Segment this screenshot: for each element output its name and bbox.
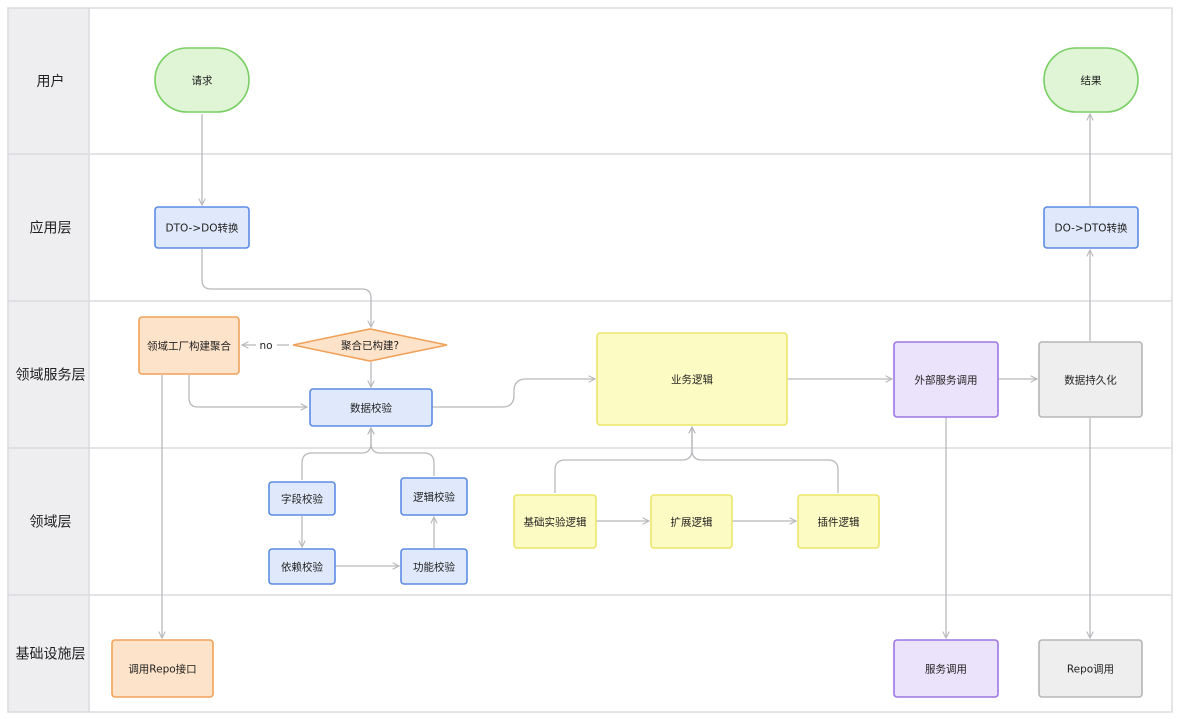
node-label: 请求	[192, 74, 213, 87]
lane-header	[8, 301, 89, 448]
terminal-shape	[154, 47, 250, 113]
node-label: 功能校验	[413, 561, 455, 574]
edge-field_check-to-data_check	[301, 428, 371, 480]
node-label: 聚合已构建?	[341, 339, 399, 352]
lane-header	[8, 595, 89, 712]
process-shape	[111, 639, 214, 698]
node-field-check: 字段校验	[268, 481, 336, 516]
node-external-call: 外部服务调用	[893, 341, 999, 418]
node-aggregate-built: 聚合已构建?	[292, 328, 448, 362]
process-shape	[596, 332, 788, 426]
node-label: 依赖校验	[281, 561, 323, 574]
node-service-call: 服务调用	[893, 639, 999, 698]
node-label: 扩展逻辑	[671, 516, 713, 529]
process-shape	[797, 494, 880, 549]
node-label: 字段校验	[281, 493, 323, 506]
lane-band	[89, 154, 1172, 301]
process-shape	[268, 481, 336, 516]
node-label: 插件逻辑	[818, 516, 860, 529]
decision-shape	[292, 328, 448, 362]
node-repo-call: Repo调用	[1038, 639, 1143, 698]
node-extend-logic: 扩展逻辑	[650, 494, 733, 549]
lane-label: 应用层	[30, 220, 72, 237]
edge-factory-to-data_check	[188, 375, 307, 407]
process-shape	[650, 494, 733, 549]
edge-line	[692, 427, 839, 493]
edge-label: no	[259, 340, 272, 352]
diagram-border	[7, 7, 1173, 713]
node-persistence: 数据持久化	[1038, 341, 1143, 418]
edges-layer: no	[162, 114, 1090, 638]
node-logic-check: 逻辑校验	[400, 477, 468, 516]
edge-line	[201, 249, 371, 327]
terminal-shape	[1043, 47, 1139, 113]
lane-header	[8, 8, 89, 154]
node-label: 调用Repo接口	[128, 663, 196, 676]
process-shape	[1038, 639, 1143, 698]
node-label: 结果	[1081, 74, 1103, 87]
node-request: 请求	[154, 47, 250, 113]
node-base-logic: 基础实验逻辑	[513, 494, 597, 549]
edge-aggregate_built-to-factory: no	[242, 340, 289, 352]
node-data-check: 数据校验	[309, 388, 433, 427]
node-factory: 领域工厂构建聚合	[138, 316, 240, 375]
edge-line	[371, 428, 435, 476]
node-label: 逻辑校验	[413, 491, 455, 504]
lane-label: 领域服务层	[16, 368, 86, 384]
node-label: 数据校验	[350, 402, 392, 415]
edge-dto_to_do-to-aggregate_built	[201, 249, 371, 327]
edge-base_logic-to-business_logic	[554, 427, 692, 493]
edge-line	[554, 427, 692, 493]
lane-band	[89, 8, 1172, 154]
process-shape	[893, 341, 999, 418]
edge-line	[301, 428, 371, 480]
process-shape	[1043, 206, 1139, 249]
edge-data_check-to-business_logic	[432, 379, 595, 408]
lane-band	[89, 595, 1172, 712]
process-shape	[309, 388, 433, 427]
edge-plugin_logic-to-business_logic	[692, 427, 839, 493]
edge-line	[188, 375, 307, 407]
node-label: DTO->DO转换	[166, 222, 239, 235]
lane-header	[8, 154, 89, 301]
node-label: Repo调用	[1067, 664, 1114, 676]
lane-label: 领域层	[30, 515, 72, 531]
lane-user: 用户	[8, 8, 1172, 154]
lane-app: 应用层	[8, 154, 1172, 301]
node-label: 业务逻辑	[671, 373, 713, 386]
node-label: DO->DTO转换	[1055, 222, 1128, 235]
node-result: 结果	[1043, 47, 1139, 113]
process-shape	[268, 548, 336, 585]
node-plugin-logic: 插件逻辑	[797, 494, 880, 549]
node-label: 外部服务调用	[915, 374, 978, 387]
node-dto-to-do: DTO->DO转换	[154, 206, 250, 249]
process-shape	[400, 548, 468, 585]
lane-label: 用户	[37, 73, 65, 90]
node-repo-interface: 调用Repo接口	[111, 639, 214, 698]
node-label: 领域工厂构建聚合	[147, 340, 231, 353]
edge-logic_check-to-data_check	[371, 428, 435, 476]
lane-label: 基础设施层	[16, 646, 86, 663]
node-function-check: 功能校验	[400, 548, 468, 585]
process-shape	[513, 494, 597, 549]
lane-header	[8, 448, 89, 595]
node-label: 基础实验逻辑	[524, 516, 587, 529]
process-shape	[400, 477, 468, 516]
edge-line	[432, 379, 595, 408]
node-business-logic: 业务逻辑	[596, 332, 788, 426]
node-label: 服务调用	[925, 663, 967, 676]
node-label: 数据持久化	[1064, 374, 1117, 387]
process-shape	[154, 206, 250, 249]
process-shape	[138, 316, 240, 375]
node-dependency-check: 依赖校验	[268, 548, 336, 585]
process-shape	[1038, 341, 1143, 418]
node-do-to-dto: DO->DTO转换	[1043, 206, 1139, 249]
process-shape	[893, 639, 999, 698]
